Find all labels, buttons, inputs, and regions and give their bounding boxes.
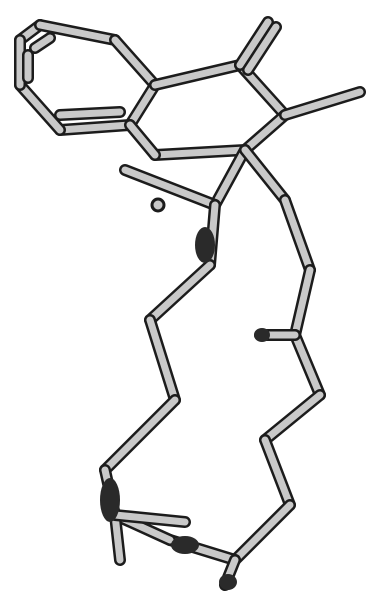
heteroatom-3 xyxy=(100,478,120,522)
bond-25 xyxy=(259,389,326,446)
bond-15 xyxy=(124,119,161,161)
bond-19 xyxy=(209,144,251,211)
bond-26 xyxy=(259,434,296,511)
bond-20 xyxy=(119,164,221,211)
bond-9 xyxy=(54,106,126,121)
bond-16 xyxy=(234,16,274,71)
bond-17 xyxy=(242,21,282,76)
heteroatom-5 xyxy=(219,574,237,590)
bond-23 xyxy=(289,264,316,341)
bond-4 xyxy=(124,79,161,131)
bond-2 xyxy=(34,19,121,46)
bond-6 xyxy=(14,79,66,136)
heteroatom-1 xyxy=(195,227,215,263)
bond-24 xyxy=(289,329,326,401)
heteroatom-4 xyxy=(171,536,199,554)
bond-33 xyxy=(144,314,181,406)
hydrogen-atom xyxy=(150,197,166,213)
bond-37 xyxy=(109,509,126,566)
bond-38 xyxy=(109,509,191,528)
bond-21 xyxy=(239,144,291,206)
bond-27 xyxy=(229,499,296,566)
bond-3 xyxy=(109,34,161,91)
bond-34 xyxy=(99,394,181,476)
heteroatom-2 xyxy=(254,328,270,342)
bond-32 xyxy=(144,259,216,326)
bond-18 xyxy=(279,86,366,121)
bond-14 xyxy=(149,144,251,161)
bond-13 xyxy=(239,109,291,156)
bond-5 xyxy=(54,119,136,136)
bond-11 xyxy=(149,59,246,91)
bond-22 xyxy=(279,194,316,276)
bond-8 xyxy=(29,32,56,54)
